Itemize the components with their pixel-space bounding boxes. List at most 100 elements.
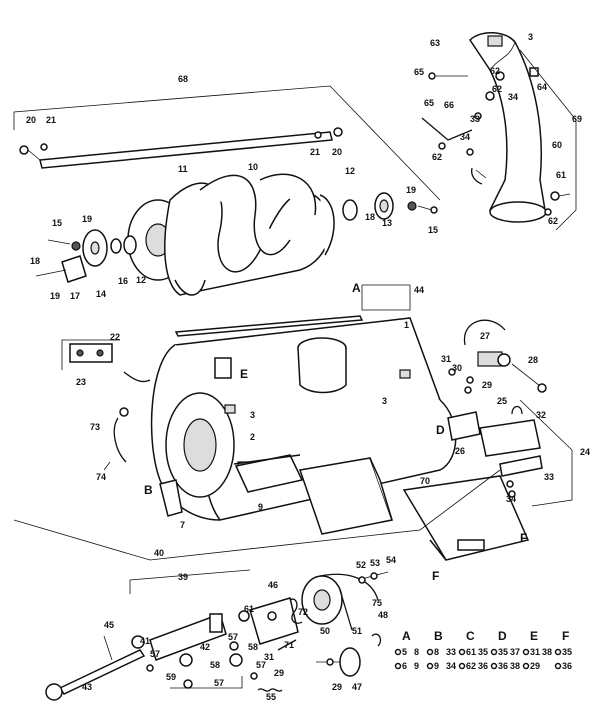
callout-33: 33 — [470, 114, 480, 124]
legend-letter-A: A — [402, 629, 411, 643]
callout-55: 55 — [266, 692, 276, 702]
callout-22: 22 — [110, 332, 120, 342]
legend-part-number: 38 — [542, 647, 552, 657]
callout-61: 61 — [244, 604, 254, 614]
callout-26: 26 — [455, 446, 465, 456]
callout-73: 73 — [90, 422, 100, 432]
callout-16: 16 — [118, 276, 128, 286]
legend-letter-B: B — [434, 629, 443, 643]
callout-3: 3 — [528, 32, 533, 42]
callout-64: 64 — [537, 82, 547, 92]
legend-hardware-icon — [490, 662, 498, 670]
callout-F: F — [432, 569, 439, 583]
callout-57: 57 — [256, 660, 266, 670]
callout-62: 62 — [548, 216, 558, 226]
legend-part-number: 29 — [530, 661, 540, 671]
callout-51: 51 — [352, 626, 362, 636]
callout-74: 74 — [96, 472, 106, 482]
legend-part-number: 34 — [446, 661, 456, 671]
legend-part-number: 36 — [562, 661, 572, 671]
callout-52: 52 — [356, 560, 366, 570]
callout-60: 60 — [552, 140, 562, 150]
callout-21: 21 — [46, 115, 56, 125]
callout-40: 40 — [154, 548, 164, 558]
legend-hardware-icon — [554, 662, 562, 670]
callout-31: 31 — [264, 652, 274, 662]
callout-71: 71 — [284, 640, 294, 650]
legend-hardware-icon — [394, 648, 402, 656]
callout-63: 63 — [430, 38, 440, 48]
callout-61: 61 — [556, 170, 566, 180]
callout-17: 17 — [70, 291, 80, 301]
callout-34: 34 — [460, 132, 470, 142]
legend-part-number: 62 — [466, 661, 476, 671]
legend-part-number: 8 — [434, 647, 439, 657]
callout-50: 50 — [320, 626, 330, 636]
callout-1: 1 — [404, 320, 409, 330]
callout-E: E — [240, 367, 248, 381]
legend-part-number: 35 — [498, 647, 508, 657]
callout-57: 57 — [228, 632, 238, 642]
callout-10: 10 — [248, 162, 258, 172]
legend-hardware-icon — [426, 648, 434, 656]
callout-24: 24 — [580, 447, 590, 457]
drawing — [13, 32, 577, 701]
callout-43: 43 — [82, 682, 92, 692]
legend-part-number: 38 — [510, 661, 520, 671]
callout-29: 29 — [482, 380, 492, 390]
callout-62: 62 — [490, 66, 500, 76]
callout-21: 21 — [310, 147, 320, 157]
legend-part-number: 36 — [478, 661, 488, 671]
callout-65: 65 — [414, 67, 424, 77]
callout-18: 18 — [365, 212, 375, 222]
callout-66: 66 — [444, 100, 454, 110]
callout-3: 3 — [250, 410, 255, 420]
callout-34: 34 — [508, 92, 518, 102]
auger-housing — [150, 317, 457, 535]
legend-hardware-icon — [426, 662, 434, 670]
callout-15: 15 — [52, 218, 62, 228]
light-assembly — [448, 319, 547, 394]
callout-3: 3 — [382, 396, 387, 406]
callout-70: 70 — [420, 476, 430, 486]
callout-2: 2 — [250, 432, 255, 442]
legend-hardware-icon — [522, 662, 530, 670]
callout-A: A — [352, 281, 361, 295]
callout-32: 32 — [536, 410, 546, 420]
callout-12: 12 — [345, 166, 355, 176]
auger — [127, 173, 335, 296]
callout-41: 41 — [140, 636, 150, 646]
legend-letter-E: E — [530, 629, 538, 643]
callout-14: 14 — [96, 289, 106, 299]
callout-42: 42 — [200, 642, 210, 652]
callout-9: 9 — [258, 502, 263, 512]
legend-part-number: 61 — [466, 647, 476, 657]
callout-28: 28 — [528, 355, 538, 365]
callout-19: 19 — [50, 291, 60, 301]
legend-letter-D: D — [498, 629, 507, 643]
callout-11: 11 — [178, 164, 188, 174]
callout-46: 46 — [268, 580, 278, 590]
legend-letter-C: C — [466, 629, 475, 643]
callout-20: 20 — [332, 147, 342, 157]
legend-part-number: 9 — [434, 661, 439, 671]
callout-68: 68 — [178, 74, 188, 84]
callout-33: 33 — [544, 472, 554, 482]
callout-44: 44 — [414, 285, 424, 295]
callout-20: 20 — [26, 115, 36, 125]
callout-D: D — [436, 423, 445, 437]
legend-part-number: 37 — [510, 647, 520, 657]
callout-59: 59 — [166, 672, 176, 682]
legend-hardware-icon — [394, 662, 402, 670]
callout-48: 48 — [378, 610, 388, 620]
legend-letter-F: F — [562, 629, 569, 643]
callout-19: 19 — [82, 214, 92, 224]
callout-45: 45 — [104, 620, 114, 630]
legend-hardware-icon — [490, 648, 498, 656]
callout-47: 47 — [352, 682, 362, 692]
callout-31: 31 — [441, 354, 451, 364]
legend-hardware-icon — [458, 648, 466, 656]
callout-34: 34 — [506, 494, 516, 504]
callout-57: 57 — [150, 649, 160, 659]
